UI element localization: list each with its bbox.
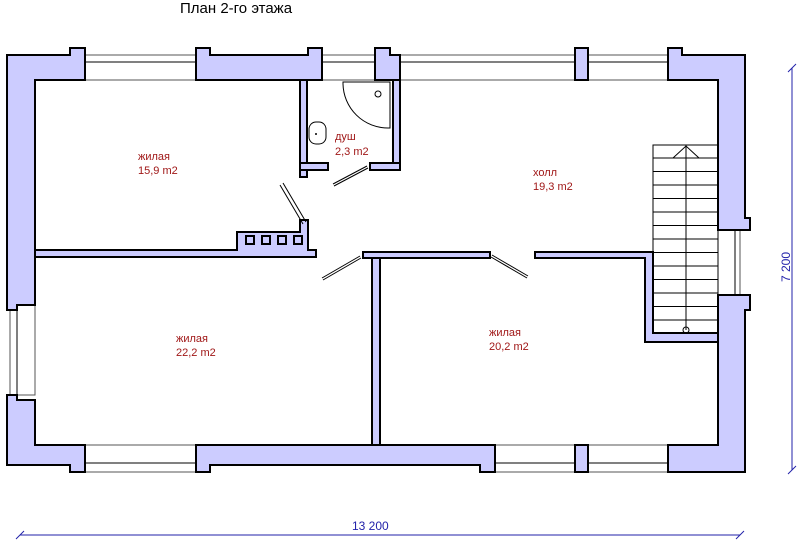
room-name: жилая (138, 151, 170, 163)
height-dimension: 7 200 (779, 252, 793, 282)
room-name: душ (335, 131, 356, 143)
room-area: 2,3 m2 (335, 146, 369, 158)
room-area: 15,9 m2 (138, 165, 178, 177)
doors (279, 165, 529, 281)
windows (9, 54, 741, 473)
room-name: холл (533, 167, 557, 179)
room-area: 19,3 m2 (533, 181, 573, 193)
room-labels: жилая 15,9 m2 душ 2,3 m2 холл 19,3 m2 жи… (138, 131, 573, 359)
plan-title: План 2-го этажа (180, 0, 293, 17)
dimension-lines: 13 200 7 200 (15, 63, 797, 540)
room-area: 22,2 m2 (176, 347, 216, 359)
shower-fixtures (308, 81, 391, 145)
room-name: жилая (176, 333, 208, 345)
staircase (652, 144, 719, 334)
room-area: 20,2 m2 (489, 341, 529, 353)
width-dimension: 13 200 (352, 519, 389, 533)
exterior-walls (6, 47, 751, 473)
interior-walls (34, 79, 719, 446)
room-name: жилая (489, 327, 521, 339)
